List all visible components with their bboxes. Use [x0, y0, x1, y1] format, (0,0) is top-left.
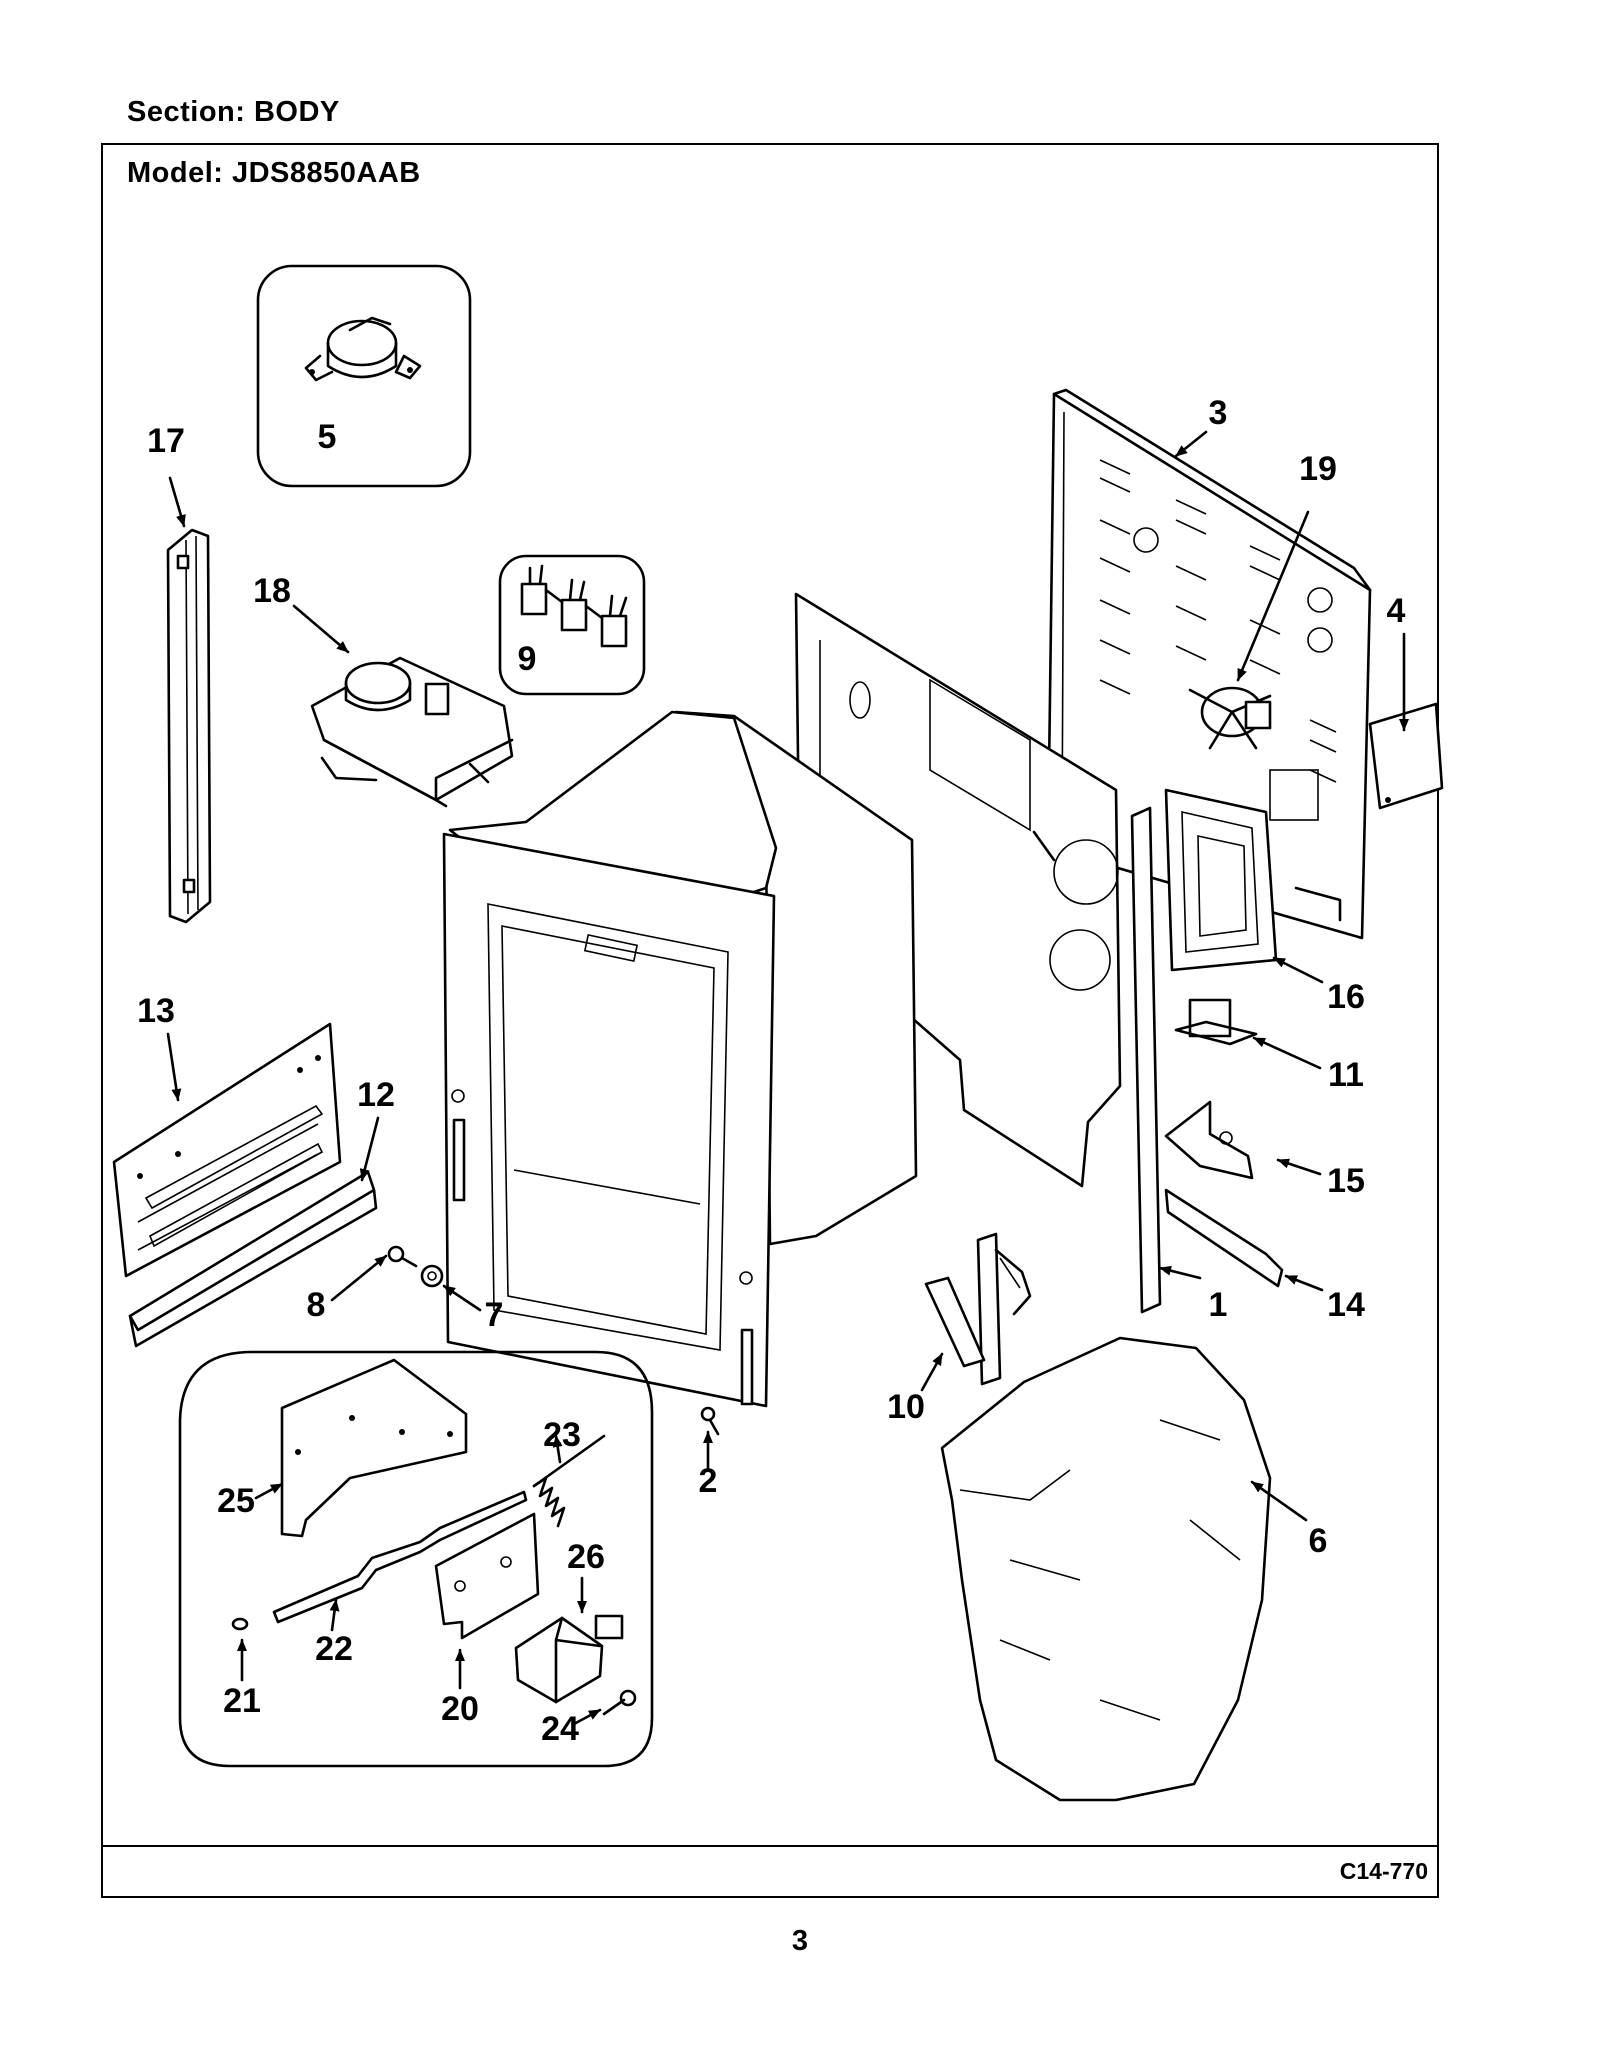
part-9-inset	[498, 554, 646, 696]
callout-2: 2	[699, 1462, 718, 1500]
callout-17: 17	[147, 422, 185, 460]
diagram-code: C14-770	[1339, 1858, 1428, 1884]
part-12-angle-rail	[128, 1170, 378, 1348]
callout-1: 1	[1209, 1286, 1228, 1324]
callout-19: 19	[1299, 450, 1337, 488]
part-25-latch-bracket	[280, 1358, 468, 1538]
part-20-plate	[434, 1512, 540, 1640]
part-6-insulation	[940, 1336, 1272, 1802]
callout-14: 14	[1327, 1286, 1365, 1324]
part-21-clip	[231, 1617, 249, 1631]
callout-16: 16	[1327, 978, 1365, 1016]
callout-25: 25	[217, 1482, 255, 1520]
part-18-motor-bracket	[310, 656, 514, 808]
part-15-mount-bracket	[1164, 1100, 1254, 1180]
callout-20: 20	[441, 1690, 479, 1728]
part-1-support-post	[1130, 806, 1162, 1314]
callout-5: 5	[318, 418, 337, 456]
leader-arrows	[166, 430, 1409, 1726]
callout-8: 8	[307, 1286, 326, 1324]
part-23-spring	[532, 1434, 606, 1528]
callout-labels: 5 9 17 18 3 19 4 16 11 15 14 1 6 13 12 8…	[137, 394, 1405, 1748]
diagram-frame	[101, 143, 1439, 1898]
part-3-rear-panel	[1046, 388, 1372, 940]
callout-10: 10	[887, 1388, 925, 1426]
callout-4: 4	[1387, 592, 1406, 630]
part-10-door-hinge	[924, 1232, 1032, 1386]
footer-divider	[101, 1845, 1439, 1847]
callout-23: 23	[543, 1416, 581, 1454]
callout-12: 12	[357, 1076, 395, 1114]
part-9-terminals	[520, 564, 628, 648]
part-11-transformer	[1174, 998, 1258, 1046]
part-13-bracket-plate	[112, 1022, 342, 1278]
callout-3: 3	[1209, 394, 1228, 432]
callout-24: 24	[541, 1710, 579, 1748]
callout-21: 21	[223, 1682, 261, 1720]
callout-26: 26	[567, 1538, 605, 1576]
part-26-microswitch	[514, 1614, 624, 1704]
part-16-vent-panel	[1164, 788, 1278, 972]
callout-11: 11	[1328, 1056, 1364, 1094]
part-14-rail	[1164, 1188, 1284, 1288]
section-title: Section: BODY	[127, 96, 340, 128]
model-title: Model: JDS8850AAB	[127, 157, 421, 189]
part-5-thermostat	[304, 316, 422, 382]
part-2-screw	[700, 1406, 720, 1436]
part-7-plug	[420, 1264, 444, 1288]
part-22-latch-rod	[272, 1490, 528, 1624]
callout-9: 9	[518, 640, 537, 678]
door-latch-inset	[178, 1350, 654, 1768]
part-4-cover-plate	[1368, 702, 1444, 810]
callout-18: 18	[253, 572, 291, 610]
oven-liner-box	[442, 710, 918, 1408]
callout-13: 13	[137, 992, 175, 1030]
page-number: 3	[791, 1925, 809, 1957]
part-17-side-strip	[166, 528, 212, 924]
callout-6: 6	[1309, 1522, 1328, 1560]
part-8-screw	[387, 1245, 418, 1268]
part-24-screw	[602, 1689, 637, 1716]
part-19-fan	[1188, 686, 1272, 750]
callout-22: 22	[315, 1630, 353, 1668]
callout-15: 15	[1327, 1162, 1365, 1200]
callout-7: 7	[485, 1296, 504, 1334]
part-5-inset	[256, 264, 472, 488]
